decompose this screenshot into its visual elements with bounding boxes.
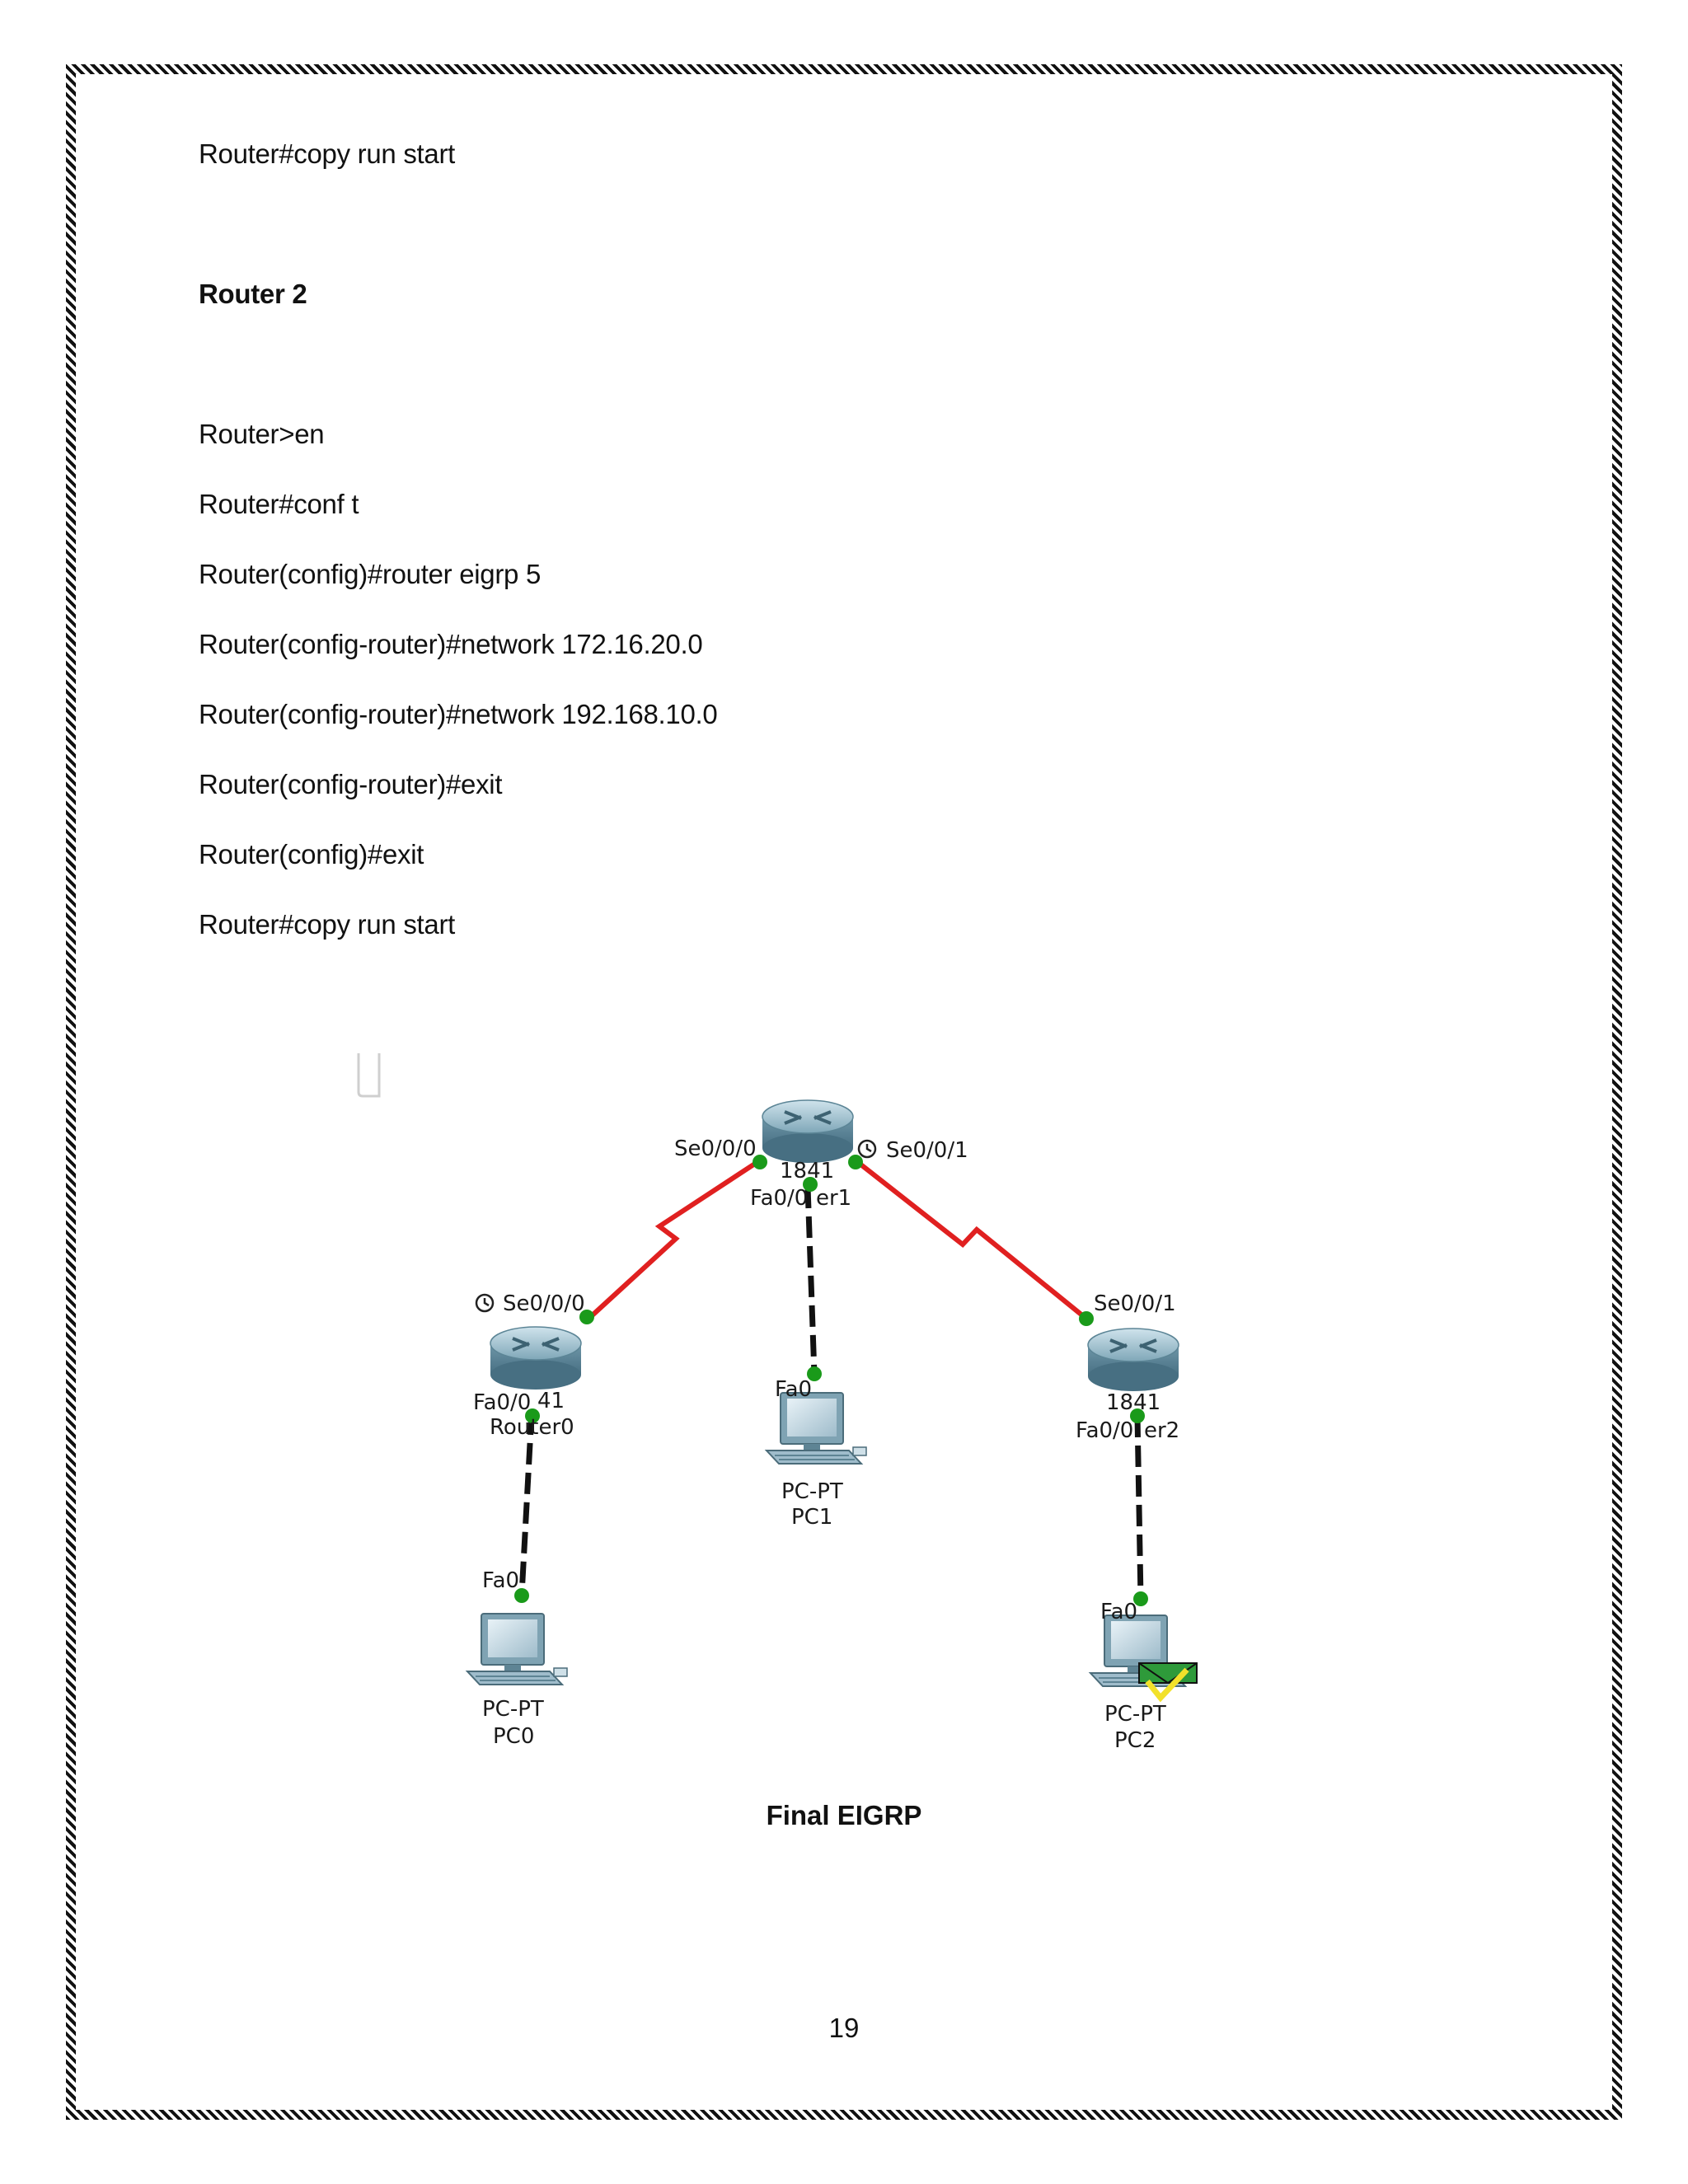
clock-icon xyxy=(475,1293,495,1313)
pc1-icon[interactable] xyxy=(766,1392,867,1465)
router1-icon[interactable] xyxy=(761,1099,855,1165)
command-line: Router(config)#exit xyxy=(199,839,424,869)
router1-port-se1: Se0/0/1 xyxy=(886,1138,968,1163)
ethernet-link-r2-pc2 xyxy=(1134,1415,1144,1600)
router0-port-fa: Fa0/0 xyxy=(473,1390,531,1415)
pc0-icon[interactable] xyxy=(467,1613,568,1685)
router1-port-se0: Se0/0/0 xyxy=(674,1137,757,1161)
command-line: Router(config)#router eigrp 5 xyxy=(199,559,542,589)
page-number: 19 xyxy=(828,2013,860,2043)
command-line: Router#copy run start xyxy=(199,909,456,940)
ethernet-link-r0-pc0 xyxy=(518,1413,535,1596)
serial-link-r1-r2 xyxy=(854,1158,1088,1321)
pc0-port: Fa0 xyxy=(482,1568,519,1593)
router0-icon[interactable] xyxy=(489,1325,583,1391)
section-heading: Router 2 xyxy=(199,279,307,309)
serial-link-r1-r0 xyxy=(584,1158,762,1323)
pc2-type: PC-PT xyxy=(1104,1702,1166,1727)
port-led-icons xyxy=(514,1155,1148,1606)
router2-name: er2 xyxy=(1144,1418,1179,1443)
router0-port-se: Se0/0/0 xyxy=(503,1291,585,1316)
pc0-name: PC0 xyxy=(493,1724,534,1749)
pc1-name: PC1 xyxy=(791,1505,832,1530)
router1-model: 1841 xyxy=(780,1159,834,1183)
router1-port-fa: Fa0/0 xyxy=(750,1186,808,1211)
router0-model: 41 xyxy=(537,1389,565,1413)
command-line: Router(config-router)#exit xyxy=(199,769,503,799)
clock-icon xyxy=(857,1139,877,1159)
command-line: Router(config-router)#network 172.16.20.… xyxy=(199,629,703,659)
page-border xyxy=(66,64,1622,2120)
pc1-port: Fa0 xyxy=(775,1377,812,1402)
cursor-icon xyxy=(357,1053,381,1098)
router2-port-fa: Fa0/0 xyxy=(1076,1418,1133,1443)
router2-icon[interactable] xyxy=(1086,1327,1180,1393)
success-envelope-icon xyxy=(1138,1662,1198,1703)
router0-name: Router0 xyxy=(490,1415,574,1440)
command-line: Router#conf t xyxy=(199,489,359,519)
command-line: Router(config-router)#network 192.168.10… xyxy=(199,699,718,729)
pc0-type: PC-PT xyxy=(482,1697,544,1722)
router1-name: er1 xyxy=(816,1186,851,1211)
pc2-name: PC2 xyxy=(1114,1728,1156,1753)
pc2-port: Fa0 xyxy=(1100,1600,1137,1624)
router2-port-se: Se0/0/1 xyxy=(1094,1291,1176,1316)
router2-model: 1841 xyxy=(1106,1390,1160,1415)
command-line: Router#copy run start xyxy=(199,138,456,169)
figure-caption: Final EIGRP xyxy=(766,1800,922,1830)
ethernet-link-r1-pc1 xyxy=(804,1186,818,1376)
command-line: Router>en xyxy=(199,419,325,449)
pc1-type: PC-PT xyxy=(781,1479,843,1504)
